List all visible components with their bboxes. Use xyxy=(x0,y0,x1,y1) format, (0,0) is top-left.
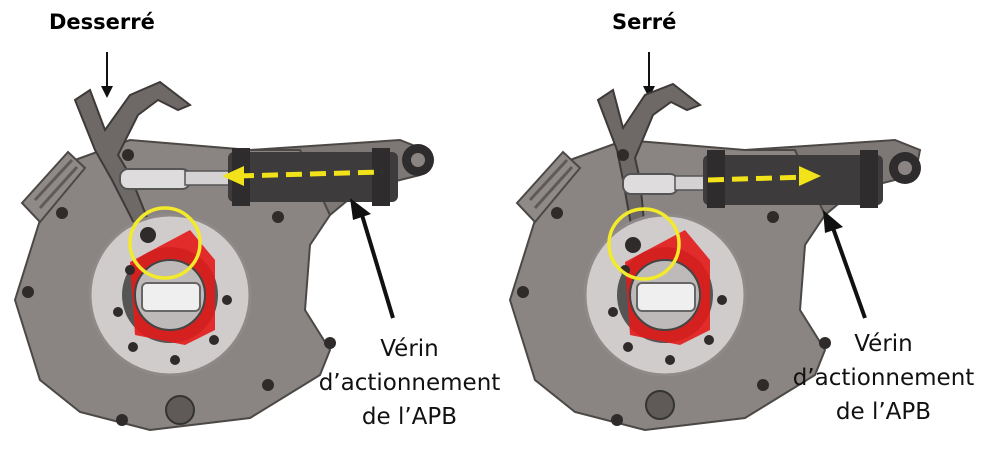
pawl-pin xyxy=(140,227,156,243)
housing-bolts xyxy=(22,149,336,426)
parking-lever xyxy=(73,80,192,237)
pawl-pin xyxy=(625,237,641,253)
cylinder-motion-arrow xyxy=(707,166,821,186)
caption-line-2: d’actionnement xyxy=(792,365,975,391)
brake-cylinder xyxy=(622,150,921,208)
ring-bolts xyxy=(113,265,232,365)
hub-assembly xyxy=(88,213,252,377)
actuator-caption-released: Vérin d’actionnement de l’APB xyxy=(307,332,512,434)
brake-diagram-applied xyxy=(508,52,922,432)
state-label-applied: Serré xyxy=(612,10,677,34)
caption-line-1: Vérin xyxy=(854,331,913,357)
housing-bolts xyxy=(517,149,831,426)
hub-assembly xyxy=(583,213,747,377)
ring-bolts xyxy=(608,265,727,365)
vent-bracket xyxy=(20,150,87,224)
label-pointer-arrow xyxy=(101,52,113,98)
caption-pointer-arrow xyxy=(823,210,867,319)
vent-bracket xyxy=(515,150,582,224)
brake-diagram-released xyxy=(13,52,434,432)
label-pointer-arrow xyxy=(643,52,655,98)
caption-line-3: de l’APB xyxy=(835,399,932,425)
caption-pointer-arrow xyxy=(350,198,395,319)
bottom-knob xyxy=(165,395,195,425)
caption-line-2: d’actionnement xyxy=(318,370,501,396)
pawl-highlight-circle xyxy=(607,207,681,281)
brake-cylinder xyxy=(119,144,434,206)
cylinder-motion-arrow xyxy=(222,166,383,186)
caption-line-1: Vérin xyxy=(380,336,439,362)
parking-lever xyxy=(596,82,703,238)
state-label-released: Desserré xyxy=(49,10,155,34)
panel-released: Desserré xyxy=(13,10,500,432)
caption-line-3: de l’APB xyxy=(361,404,458,430)
panel-applied: Serré xyxy=(495,0,990,459)
bottom-knob xyxy=(645,390,675,420)
actuator-caption-applied: Vérin d’actionnement de l’APB xyxy=(781,327,986,429)
pawl-highlight-circle xyxy=(128,206,202,280)
